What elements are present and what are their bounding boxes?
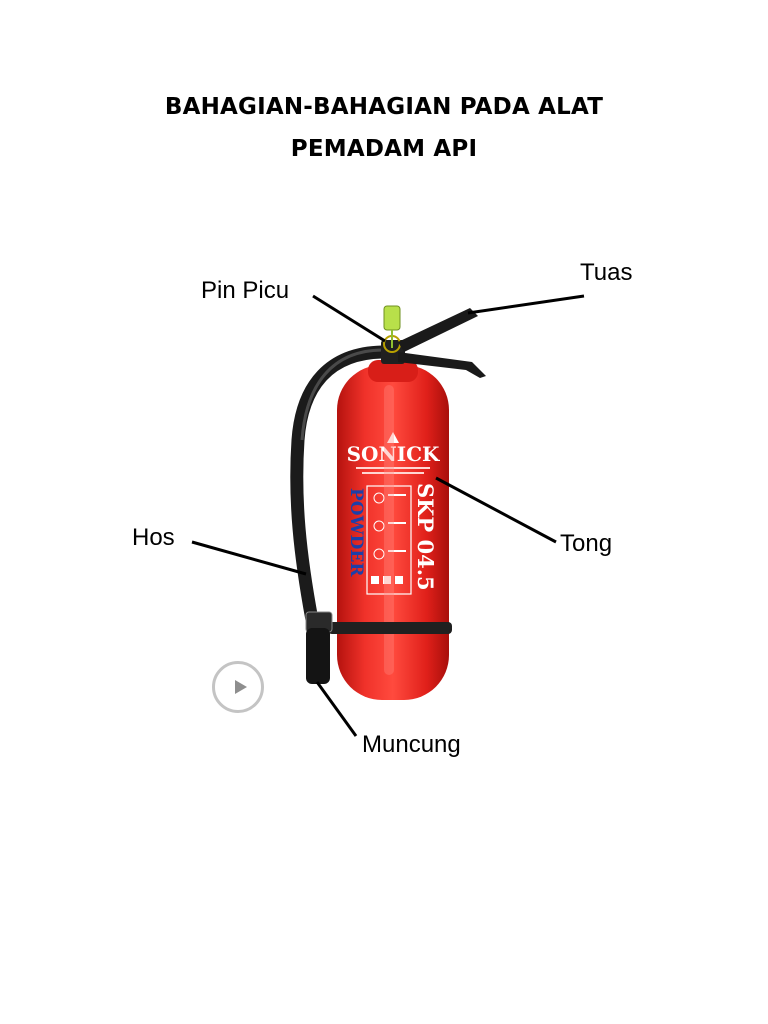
cylinder: SONICK POWDER SKP 04.5: [337, 360, 449, 700]
label-muncung: Muncung: [362, 731, 461, 758]
model-text: SKP 04.5: [413, 483, 438, 591]
brand-label: SONICK: [347, 442, 440, 466]
leader-nozzle: [315, 681, 358, 737]
title-line-1: BAHAGIAN-BAHAGIAN PADA ALAT: [164, 94, 604, 120]
label-pin-picu: Pin Picu: [201, 277, 290, 304]
lever: [398, 308, 478, 352]
bracket-band: [328, 622, 452, 634]
play-icon[interactable]: [212, 661, 264, 713]
leader-lever: [467, 294, 585, 315]
label-tuas: Tuas: [580, 259, 633, 286]
leader-body: [435, 476, 557, 544]
type-text: POWDER: [346, 488, 366, 577]
brand-logo: [387, 432, 399, 443]
label-hos: Hos: [132, 524, 175, 551]
label-tong: Tong: [560, 530, 613, 557]
page-title: BAHAGIAN-BAHAGIAN PADA ALAT PEMADAM API: [0, 86, 768, 170]
pin: [383, 305, 401, 331]
leader-hose: [191, 540, 307, 576]
nozzle: [306, 628, 330, 684]
title-line-2: PEMADAM API: [290, 136, 478, 162]
leader-pin: [312, 294, 386, 343]
